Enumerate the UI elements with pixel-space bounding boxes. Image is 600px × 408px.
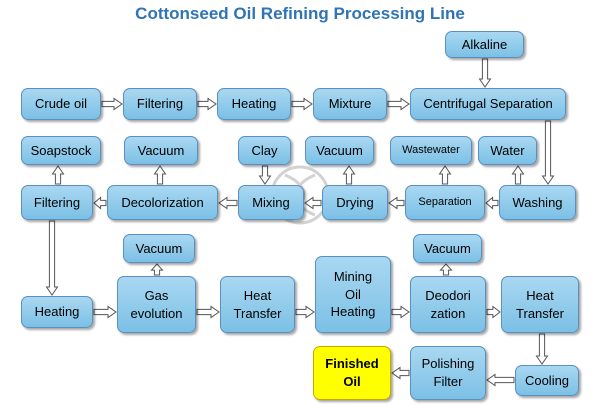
arrow-filtering-to-heating <box>197 97 217 111</box>
arrow-separation-to-wastewater <box>438 165 452 185</box>
arrow-crude-to-filtering <box>101 97 123 111</box>
arrow-heat-transfer-to-mining <box>295 305 315 319</box>
mixture-box: Mixture <box>313 88 387 120</box>
mining-oil-heating-box: Mining Oil Heating <box>315 256 391 333</box>
clay-box: Clay <box>238 136 291 165</box>
arrow-heating-to-mixture <box>291 97 313 111</box>
vacuum-box-1: Vacuum <box>124 136 198 165</box>
heat-transfer-box-1: Heat Transfer <box>220 276 295 333</box>
deodorization-box: Deodori zation <box>410 276 486 333</box>
finished-oil-box: Finished Oil <box>313 346 391 400</box>
arrow-polishing-to-finished <box>391 366 410 380</box>
arrow-washing-to-water <box>511 165 525 185</box>
arrow-mixing-to-decolorization <box>218 196 238 210</box>
diagram-title: Cottonseed Oil Refining Processing Line <box>135 4 465 23</box>
heat-transfer-box-2: Heat Transfer <box>501 276 579 333</box>
mixing-box: Mixing <box>238 185 304 220</box>
water-box: Water <box>478 136 537 165</box>
cooling-box: Cooling <box>515 365 579 396</box>
arrow-gas-evolution-to-heat-transfer <box>196 305 220 319</box>
centrifugal-separation-box: Centrifugal Separation <box>410 88 566 120</box>
arrow-drying-to-vacuum <box>342 165 356 185</box>
arrow-filtering-to-soapstock <box>51 165 65 185</box>
arrow-decolorization-to-vacuum <box>153 165 167 185</box>
arrow-centrifugal-to-washing <box>541 120 555 185</box>
arrow-filtering-to-heating <box>45 220 59 296</box>
gas-evolution-box: Gas evolution <box>117 276 196 333</box>
vacuum-box-3: Vacuum <box>123 234 195 263</box>
arrow-cooling-to-polishing <box>486 373 515 387</box>
wastewater-box: Wastewater <box>390 136 472 165</box>
arrow-gas-evolution-to-vacuum <box>150 263 164 276</box>
filtering-box-1: Filtering <box>123 88 197 120</box>
arrow-drying-to-mixing <box>304 196 322 210</box>
arrow-decolorization-to-filtering <box>93 196 107 210</box>
vacuum-box-4: Vacuum <box>413 234 482 263</box>
vacuum-box-2: Vacuum <box>305 136 374 165</box>
soapstock-box: Soapstock <box>21 136 101 165</box>
arrow-heat-transfer-to-cooling <box>535 333 549 365</box>
drying-box: Drying <box>322 185 388 220</box>
decolorization-box: Decolorization <box>107 185 218 220</box>
arrow-washing-to-separation <box>485 196 499 210</box>
polishing-filter-box: Polishing Filter <box>410 346 486 400</box>
arrow-heating-to-gas-evolution <box>93 305 117 319</box>
alkaline-box: Alkaline <box>445 31 524 58</box>
arrow-mixture-to-centrifugal <box>387 97 410 111</box>
heating-box-1: Heating <box>217 88 291 120</box>
filtering-box-2: Filtering <box>21 185 93 220</box>
arrow-alkaline-to-centrifugal <box>478 58 492 88</box>
crude-oil-box: Crude oil <box>21 88 101 120</box>
heating-box-2: Heating <box>21 296 93 328</box>
separation-box: Separation <box>405 185 485 220</box>
arrow-deodorization-to-vacuum <box>439 263 453 276</box>
arrow-deodorization-to-heat-transfer <box>486 305 501 319</box>
washing-box: Washing <box>499 185 576 220</box>
arrow-clay-to-mixing <box>258 165 272 185</box>
arrow-mining-to-deodorization <box>391 305 410 319</box>
arrow-separation-to-drying <box>388 196 405 210</box>
